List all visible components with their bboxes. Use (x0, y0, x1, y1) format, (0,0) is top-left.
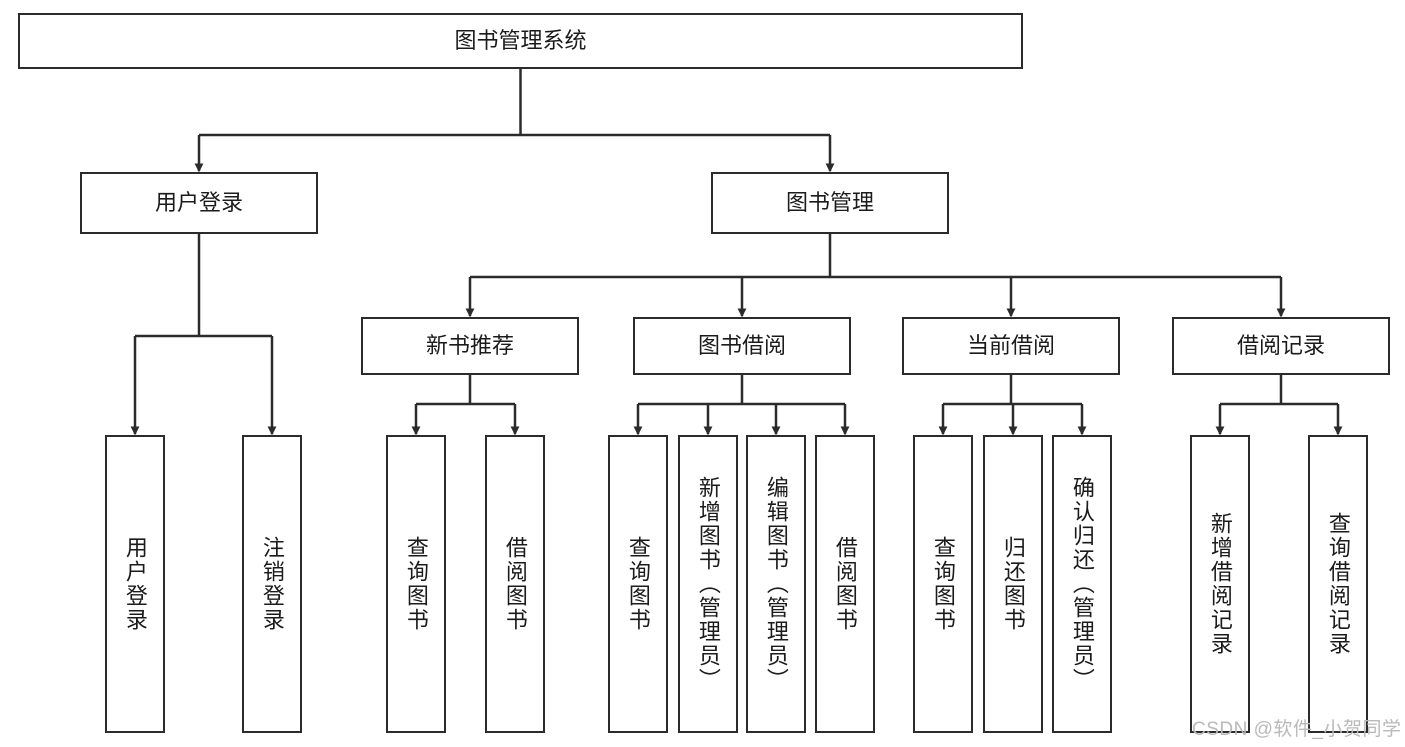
node-leaf2[interactable]: 注销登录 (242, 435, 302, 733)
node-label: 图书管理 (785, 189, 874, 215)
node-leaf8[interactable]: 借阅图书 (815, 435, 875, 733)
node-label: 用户登录 (154, 189, 243, 215)
node-label: 借阅记录 (1236, 332, 1325, 358)
node-label: 查询图书 (403, 536, 429, 632)
node-label: 查询图书 (930, 536, 956, 632)
node-login[interactable]: 用户登录 (80, 172, 318, 234)
node-root[interactable]: 图书管理系统 (18, 13, 1023, 69)
node-leaf7[interactable]: 编辑图书（管理员） (746, 435, 806, 733)
node-newbook[interactable]: 新书推荐 (361, 317, 579, 375)
node-leaf9[interactable]: 查询图书 (913, 435, 973, 733)
node-label: 归还图书 (1000, 536, 1026, 632)
node-label: 当前借阅 (966, 332, 1055, 358)
node-borrow[interactable]: 图书借阅 (633, 317, 851, 375)
node-leaf12[interactable]: 新增借阅记录 (1190, 435, 1250, 733)
node-bookmgmt[interactable]: 图书管理 (711, 172, 949, 234)
node-leaf11[interactable]: 确认归还（管理员） (1052, 435, 1112, 733)
node-leaf4[interactable]: 借阅图书 (485, 435, 545, 733)
node-leaf6[interactable]: 新增图书（管理员） (678, 435, 738, 733)
node-label: 查询借阅记录 (1325, 512, 1351, 656)
node-leaf3[interactable]: 查询图书 (386, 435, 446, 733)
node-label: 新增图书（管理员） (695, 476, 721, 692)
node-label: 查询图书 (625, 536, 651, 632)
node-label: 用户登录 (122, 536, 148, 632)
node-leaf5[interactable]: 查询图书 (608, 435, 668, 733)
node-label: 编辑图书（管理员） (763, 476, 789, 692)
node-records[interactable]: 借阅记录 (1172, 317, 1390, 375)
node-label: 借阅图书 (832, 536, 858, 632)
node-label: 图书借阅 (697, 332, 786, 358)
node-leaf10[interactable]: 归还图书 (983, 435, 1043, 733)
node-current[interactable]: 当前借阅 (902, 317, 1120, 375)
node-label: 图书管理系统 (454, 27, 587, 53)
node-leaf1[interactable]: 用户登录 (105, 435, 165, 733)
node-label: 新书推荐 (425, 332, 514, 358)
node-label: 确认归还（管理员） (1069, 476, 1095, 692)
node-label: 注销登录 (259, 536, 285, 632)
node-leaf13[interactable]: 查询借阅记录 (1308, 435, 1368, 733)
edge-group (130, 69, 1343, 436)
node-label: 借阅图书 (502, 536, 528, 632)
node-label: 新增借阅记录 (1207, 512, 1233, 656)
